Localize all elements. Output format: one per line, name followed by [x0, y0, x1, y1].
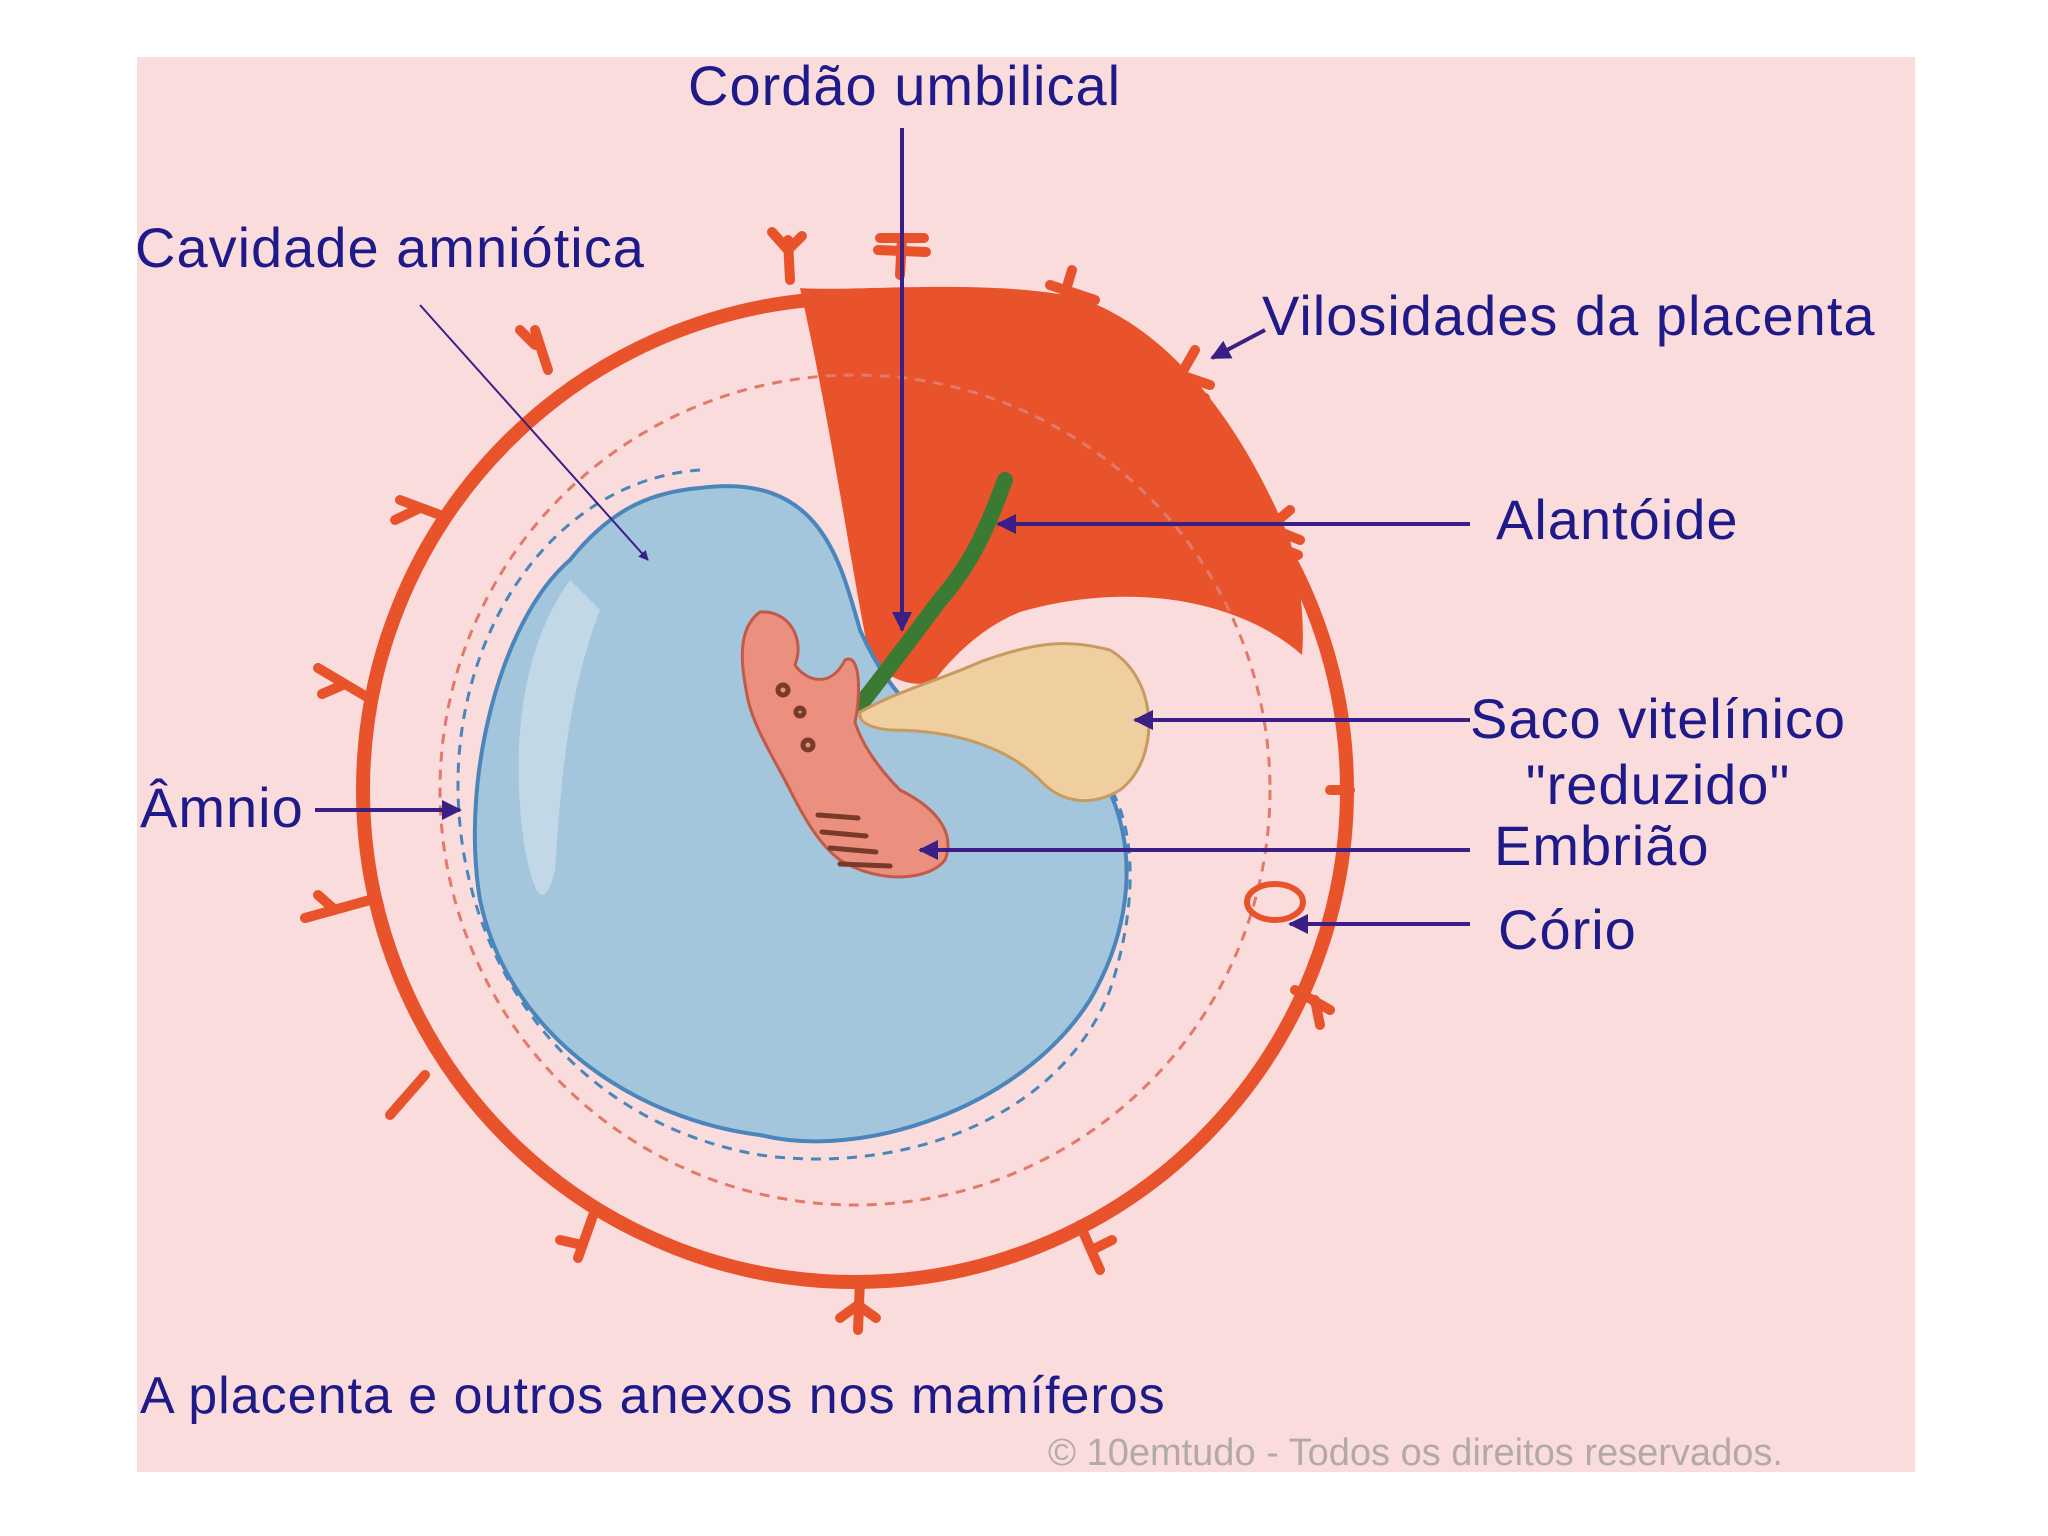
- amnion-dashed-outline: [456, 468, 1132, 1161]
- pointer-vilosidades: [1210, 328, 1266, 360]
- pointer-cavidade: [419, 304, 649, 561]
- yolk-sac: [858, 642, 1151, 803]
- label-amnio: Âmnio: [140, 776, 304, 839]
- allantois: [852, 472, 1013, 713]
- placenta: [800, 286, 1303, 684]
- copyright-notice: © 10emtudo - Todos os direitos reservado…: [1048, 1432, 1783, 1474]
- label-saco-line2: "reduzido": [1525, 753, 1791, 817]
- label-corio: Cório: [1498, 898, 1637, 961]
- label-cavidade-amniotica: Cavidade amniótica: [135, 216, 645, 279]
- chorion-inner-dash: [438, 373, 1272, 1207]
- label-alantoide: Alantóide: [1496, 488, 1739, 551]
- label-saco-vitelinico: Saco vitelínico "reduzido": [1470, 686, 1846, 818]
- chorion-marker: [1244, 881, 1306, 923]
- label-vilosidades-placenta: Vilosidades da placenta: [1262, 284, 1876, 347]
- label-embriao: Embrião: [1494, 814, 1710, 877]
- embryo-stripes: [775, 682, 893, 869]
- embryo: [740, 610, 950, 879]
- label-cordao-umbilical: Cordão umbilical: [688, 54, 1122, 117]
- pointer-lines: [315, 128, 1470, 934]
- label-saco-line1: Saco vitelínico: [1470, 687, 1847, 750]
- amniotic-highlight: [518, 580, 600, 895]
- diagram-caption: A placenta e outros anexos nos mamíferos: [140, 1367, 1166, 1425]
